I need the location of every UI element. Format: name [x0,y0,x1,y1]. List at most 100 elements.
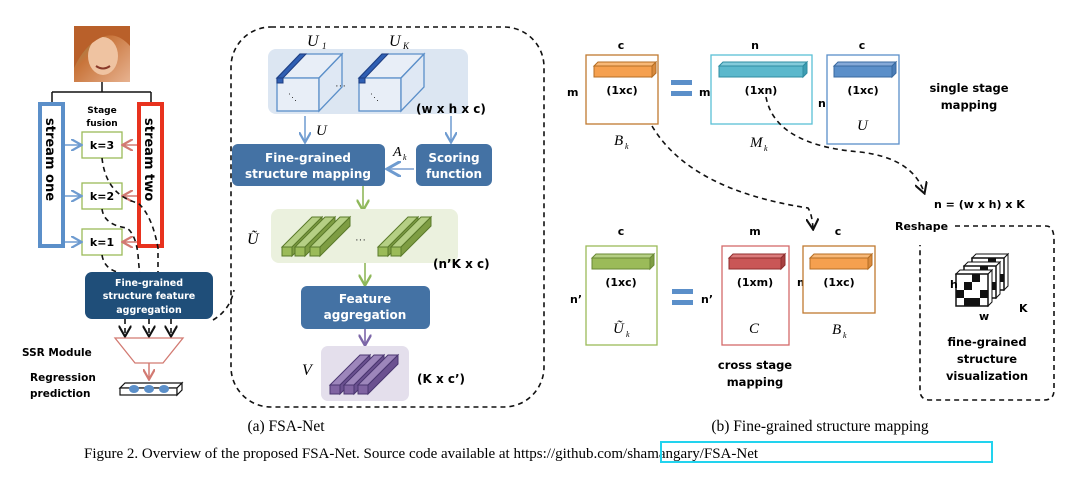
stage-k3-label: k=3 [90,139,114,152]
regression-output-vector [118,381,184,397]
scoring-label-1: Scoring [428,151,479,165]
n-formula-label: n = (w x h) x K [934,198,1025,211]
panel-a: stream one stream two Stage fusion k=3 k… [22,26,545,408]
vis-label-1: fine-grained [947,335,1026,349]
ssr-module-trapezoid [113,337,185,364]
input-face-image [74,26,130,82]
c-dim-m: m [749,225,760,238]
u-dims-label: (w x h x c) [416,102,486,116]
panel-b: c m (1xc) B k n m (1xn) M k c n [567,39,1055,401]
input-split-connector [51,82,152,104]
ssr-module-label: SSR Module [22,347,92,359]
mapping-label-2: structure mapping [245,167,371,181]
aggregation-block [85,272,213,319]
aggregation-to-ssr-arrows [125,319,171,335]
mk-to-reshape-link [765,96,924,192]
bk-dim-c: c [618,39,625,52]
equals-sign-bottom [671,91,692,96]
stage-dashed-links [101,157,159,279]
aggregation-label-1: Fine-grained [115,278,183,289]
stage-k1-label: k=1 [90,236,114,249]
reshape-label: Reshape [895,220,948,233]
single-stage-label-2: mapping [941,98,998,112]
c-dim-n: n’ [701,293,713,306]
mk-subscript: k [764,144,768,153]
stream-two-label: stream two [141,118,156,201]
regression-label-1: Regression [30,372,96,384]
mk-vector-label: (1xn) [745,84,778,97]
mapping-label-1: Fine-grained [265,151,351,165]
c-vector-label: (1xm) [737,276,773,289]
stream-one-block [38,102,65,248]
mk-label: M [749,135,764,151]
u1-label: U [307,33,320,50]
stage-k2-label: k=2 [90,190,114,203]
zoom-connector [212,289,235,321]
u-tilde-ellipsis: ··· [355,234,366,246]
scoring-label-2: function [426,167,482,181]
bk-vector-label: (1xc) [606,84,637,97]
uk-tilde-subscript: k [626,330,630,339]
bk-subscript: k [625,142,629,151]
stage-fusion-label-2: fusion [86,119,117,129]
ak-subscript: k [403,153,407,162]
stage-fusion-label-1: Stage [87,106,116,116]
figure-caption: Figure 2. Overview of the proposed FSA-N… [84,446,759,462]
stream-arrows [65,145,137,242]
u-tilde-dims-label: (n’K x c) [433,257,490,271]
u1-subscript: 1 [322,41,327,51]
cube-ellipsis: ··· [335,80,346,92]
panel-b-caption: (b) Fine-grained structure mapping [711,418,929,435]
bk2-label: B [832,322,841,338]
uk-tilde-label: Ũ [613,320,625,337]
aggregation-label-2: structure feature [103,291,195,302]
v-vectors [328,353,400,396]
vector-1xm-red [727,252,787,271]
fine-grained-mapping-block [232,144,385,186]
panel-a-caption: (a) FSA-Net [247,418,325,435]
feature-cube-uk: ⋱ [357,52,426,113]
single-stage-label-1: single stage [929,81,1008,95]
ak-label: A [392,145,402,160]
vis-label-3: visualization [946,369,1028,383]
mk-dim-m: m [699,86,710,99]
cross-stage-label-2: mapping [727,375,784,389]
uk-tilde-vector-label: (1xc) [605,276,636,289]
vis-h-label: h [950,278,958,291]
bk-label: B [614,133,623,149]
bk2-vector-label: (1xc) [823,276,854,289]
green-vector-3 [308,215,352,258]
scoring-function-block [416,144,492,186]
uk-tilde-dim-c: c [618,225,625,238]
vector-1xc-blue [832,60,898,79]
purple-vector-3 [356,353,400,396]
v-dims-label: (K x c’) [417,372,465,386]
structure-grid-3 [954,268,994,308]
u-dim-c: c [859,39,866,52]
uk-label: U [389,33,402,50]
u-arrow-label: U [316,123,328,139]
source-code-link[interactable]: https://github.com/shamangary/FSA-Net [513,446,758,462]
stream-one-label: stream one [42,118,57,201]
svg-text:⋱: ⋱ [370,92,379,102]
feature-cube-u1: ⋱ [275,52,344,113]
bk2-subscript: k [843,331,847,340]
c-matrix-label: C [749,321,760,337]
aggregation-label-3: aggregation [116,305,182,316]
stream-two-block [137,102,164,248]
feature-aggregation-label-1: Feature [339,292,391,306]
mk-dim-n: n [751,39,759,52]
vector-1xc-green [590,252,656,271]
cross-stage-label-1: cross stage [718,358,792,372]
structure-grid-stack [954,252,1010,308]
equals-sign-2-top [672,289,693,294]
visualization-region [919,225,1055,401]
bk-dim-m: m [567,86,578,99]
u-tilde-label: Ũ [247,230,260,248]
uk-tilde-dim-n: n’ [570,293,582,306]
u-tilde-vectors [280,215,433,258]
feature-aggregation-label-2: aggregation [324,308,407,322]
u-vector-label: (1xc) [847,84,878,97]
u-dim-n: n [818,97,826,110]
